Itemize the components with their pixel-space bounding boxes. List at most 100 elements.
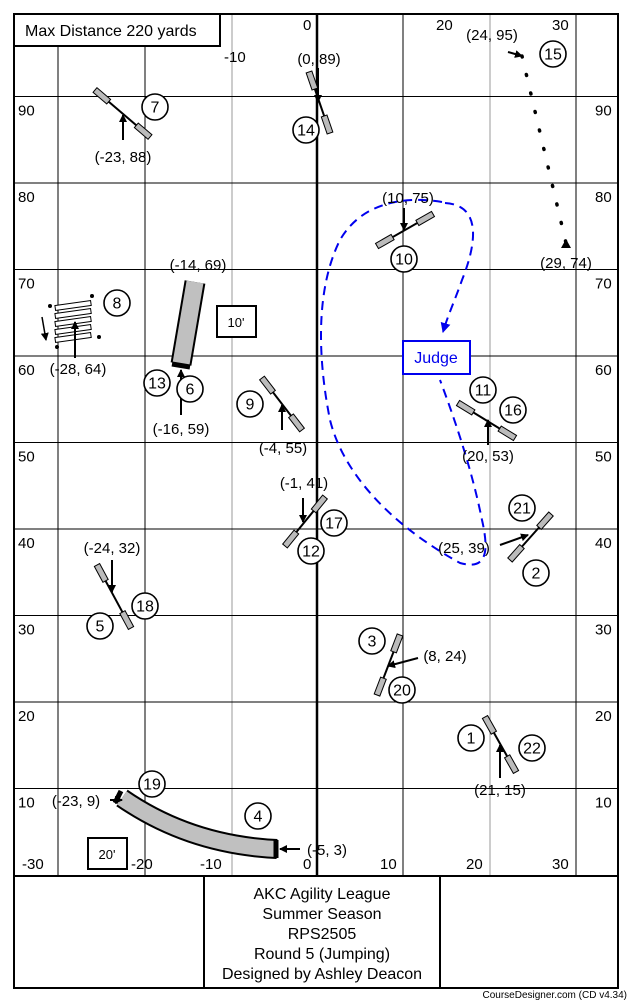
- x-label-top: -10: [224, 49, 246, 66]
- x-label: -30: [22, 856, 44, 873]
- obstacle-number-label: 13: [148, 376, 166, 393]
- jump-wing: [390, 633, 404, 654]
- info-line-round: Round 5 (Jumping): [254, 946, 390, 963]
- jump-5: [93, 562, 135, 631]
- broad-jump-8: [40, 294, 101, 349]
- size-box-10-label: 10': [228, 315, 245, 330]
- jump-7: [92, 87, 153, 140]
- size-box-20: [87, 837, 128, 870]
- y-label: 20: [18, 708, 35, 725]
- obstacle-number-15: 15: [539, 40, 567, 68]
- obstacle-number-3: 3: [358, 627, 386, 655]
- obstacle-number-label: 2: [532, 566, 541, 583]
- obstacle-number-14: 14: [292, 116, 320, 144]
- obstacle-number-label: 4: [254, 809, 263, 826]
- obstacle-number-22: 22: [518, 734, 546, 762]
- obstacle-number-label: 19: [143, 777, 161, 794]
- direction-arrows: [71, 50, 529, 853]
- obstacle-number-label: 9: [246, 397, 255, 414]
- obstacle-number-label: 11: [475, 383, 492, 400]
- coord-label: (20, 53): [462, 448, 514, 465]
- info-line-code: RPS2505: [288, 926, 357, 943]
- coord-label: (-4, 55): [259, 440, 307, 457]
- y-label: 60: [595, 362, 612, 379]
- obstacle-number-16: 16: [499, 396, 527, 424]
- obstacle-number-4: 4: [244, 802, 272, 830]
- coord-label: (10, 75): [382, 190, 434, 207]
- x-label-top: 30: [552, 17, 569, 34]
- jump-wing: [93, 562, 109, 583]
- jump-wing: [536, 511, 554, 531]
- x-label: 10: [380, 856, 397, 873]
- x-label: -10: [200, 856, 222, 873]
- obstacle-number-label: 15: [544, 47, 562, 64]
- obstacle-number-label: 3: [368, 634, 377, 651]
- jump-wing: [373, 676, 387, 697]
- info-line-org: AKC Agility League: [254, 886, 391, 903]
- coord-label: (-14, 69): [170, 257, 227, 274]
- size-box-10: [216, 305, 257, 338]
- obstacle-number-9: 9: [236, 390, 264, 418]
- jump-wing: [503, 754, 520, 775]
- y-label: 70: [18, 276, 35, 293]
- max-distance-label: Max Distance 220 yards: [25, 23, 197, 40]
- obstacle-number-label: 16: [504, 403, 522, 420]
- jump-wing: [281, 529, 300, 549]
- coord-label: (29, 74): [540, 255, 592, 272]
- coord-label: (24, 95): [466, 27, 518, 44]
- x-label: -20: [131, 856, 153, 873]
- obstacle-number-10: 10: [390, 245, 418, 273]
- jump-wing: [310, 494, 329, 514]
- obstacle-number-label: 17: [325, 516, 343, 533]
- obstacle-number-label: 22: [523, 741, 541, 758]
- obstacle-number-18: 18: [131, 592, 159, 620]
- jump-wing: [305, 70, 319, 91]
- obstacle-number-label: 7: [151, 100, 160, 117]
- obstacle-number-2: 2: [522, 559, 550, 587]
- size-box-20-label: 20': [99, 847, 116, 862]
- coord-label: (0, 89): [297, 51, 340, 68]
- coord-label: (-23, 88): [95, 149, 152, 166]
- jump-wing: [507, 543, 525, 563]
- info-line-season: Summer Season: [262, 906, 381, 923]
- y-label: 40: [18, 535, 35, 552]
- axis-labels: -30 -20 -10 0 10 20 30 -10 0 20 30: [22, 17, 569, 873]
- coordinate-labels: (-23, 88) (0, 89) (24, 95) (29, 74) (10,…: [50, 27, 592, 859]
- coord-label: (25, 39): [438, 540, 490, 557]
- obstacle-number-13: 13: [143, 369, 171, 397]
- obstacle-number-11: 11: [469, 376, 497, 404]
- jump-wing: [133, 122, 153, 140]
- obstacle-number-17: 17: [320, 509, 348, 537]
- y-label: 10: [595, 795, 612, 812]
- judge-label: Judge: [414, 350, 458, 367]
- y-label: 90: [18, 103, 35, 120]
- y-label: 10: [18, 795, 35, 812]
- judge-path: [320, 198, 487, 566]
- jump-wing: [415, 210, 436, 227]
- y-label: 40: [595, 535, 612, 552]
- obstacle-number-12: 12: [297, 537, 325, 565]
- obstacle-number-label: 20: [393, 683, 411, 700]
- credit-text: CourseDesigner.com (CD v4.34): [483, 990, 628, 1000]
- x-label: 30: [552, 856, 569, 873]
- y-label: 20: [595, 708, 612, 725]
- judge-path-arrow: [440, 202, 474, 333]
- obstacle-number-20: 20: [388, 676, 416, 704]
- jump-wing: [258, 375, 277, 395]
- jump-wing: [455, 399, 476, 416]
- obstacle-number-6: 6: [176, 375, 204, 403]
- coord-label: (-1, 41): [280, 475, 328, 492]
- x-label-top: 20: [436, 17, 453, 34]
- obstacle-number-19: 19: [138, 770, 166, 798]
- obstacle-number-21: 21: [508, 494, 536, 522]
- tunnel-6: [172, 280, 204, 366]
- course-info-box: [203, 875, 441, 989]
- jump-wing: [374, 233, 395, 250]
- x-label: 0: [303, 856, 311, 873]
- obstacle-number-label: 5: [96, 619, 105, 636]
- jump-wing: [320, 114, 334, 135]
- jump-wing: [497, 425, 518, 442]
- coord-label: (8, 24): [423, 648, 466, 665]
